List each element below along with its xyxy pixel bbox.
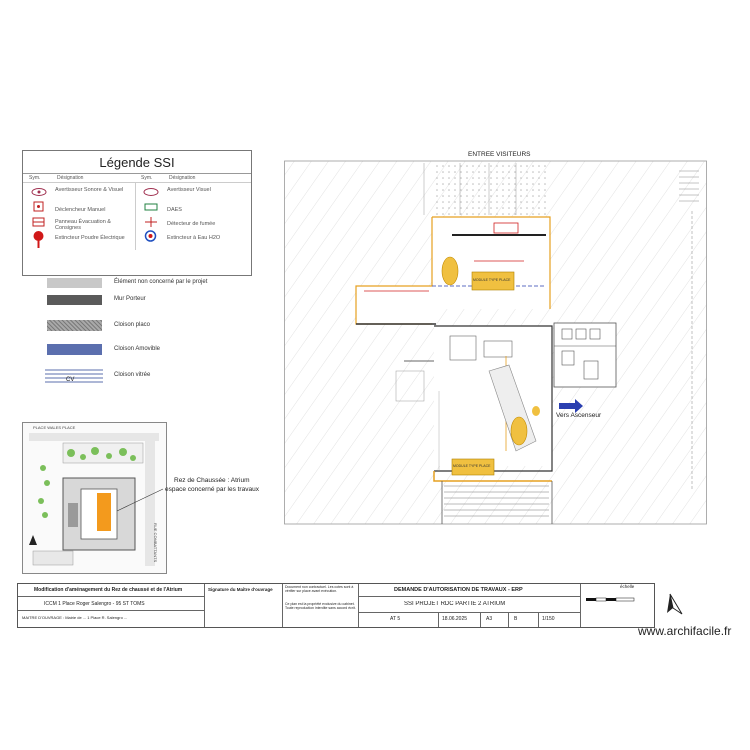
material-label-2: Cloison placo bbox=[114, 322, 151, 328]
cloison-vitree-tag: CV bbox=[66, 377, 75, 383]
tb-format: A3 bbox=[486, 616, 493, 622]
tb-subtitle: SSI PROJET RDC PARTIE 2 ATRIUM bbox=[404, 601, 506, 607]
scale-bar bbox=[586, 597, 635, 602]
site-plan: PLACE WALES PLACE RUE COMBATTANTS bbox=[22, 422, 167, 574]
material-label-0: Élément non concerné par le projet bbox=[114, 279, 208, 285]
tb-date: 18.06.2025 bbox=[442, 616, 468, 622]
legend-divider bbox=[23, 173, 251, 174]
tb-notes-2: Ce plan est la propriété exclusive du ca… bbox=[285, 602, 356, 610]
swatch-non-concerne bbox=[47, 278, 102, 288]
daes-icon bbox=[144, 203, 158, 211]
module-label-2: MODULE TYPE PLACE bbox=[453, 464, 491, 468]
legend-col-sym: Sym. bbox=[29, 175, 41, 181]
panneau-evacuation-icon bbox=[32, 217, 45, 227]
legend-col-line bbox=[135, 182, 136, 250]
av-sonore-visuel-icon bbox=[31, 188, 47, 196]
site-annotation-1: Rez de Chaussée : Atrium bbox=[174, 477, 250, 484]
tb-notes-1: Document non contractuel. Les cotes sont… bbox=[285, 585, 354, 593]
swatch-cloison-vitree bbox=[45, 369, 103, 383]
watermark: www.archifacile.fr bbox=[638, 624, 732, 638]
tb-address: ICCM 1 Place Roger Salengro - 95 ST TOMS bbox=[44, 601, 145, 607]
title-block: Modification d'aménagement du Rez de cha… bbox=[17, 583, 655, 628]
legend-item-right-0: Avertisseur Visuel bbox=[167, 187, 211, 193]
swatch-cloison-amovible bbox=[47, 344, 102, 355]
tb-scale-label: échelle bbox=[620, 584, 635, 589]
legend-item-left-0: Avertisseur Sonore & Visuel bbox=[55, 187, 124, 193]
tb-project: Modification d'aménagement du Rez de cha… bbox=[34, 587, 183, 593]
tb-demand: DEMANDE D'AUTORISATION DE TRAVAUX - ERP bbox=[394, 587, 523, 593]
legend-col-desc: Désignation bbox=[57, 175, 84, 181]
site-plan-atrium-highlight bbox=[97, 493, 111, 531]
extincteur-poudre-icon bbox=[33, 231, 44, 248]
tb-index: B bbox=[514, 616, 518, 622]
tb-signature: Signature du Maître d'ouvrage bbox=[208, 587, 273, 592]
tb-sheet: AT 5 bbox=[390, 616, 401, 622]
legend-item-right-2: Détecteur de fumée bbox=[167, 221, 216, 227]
swatch-mur-porteur bbox=[47, 295, 102, 305]
site-annotation-2: espace concerné par les travaux bbox=[165, 486, 259, 493]
floor-plan-drawing bbox=[284, 160, 707, 525]
legend-item-left-2: Panneau Évacuation & Consignes bbox=[55, 219, 111, 231]
tb-client: MAITRE D'OUVRAGE : Mairie de ... 1 Place… bbox=[22, 615, 128, 620]
legend-item-right-1: DAES bbox=[167, 207, 182, 213]
material-label-3: Cloison Amovible bbox=[114, 346, 161, 352]
entrance-label: ENTREE VISITEURS bbox=[468, 151, 531, 158]
material-label-1: Mur Porteur bbox=[114, 296, 146, 302]
swatch-cloison-placo bbox=[47, 320, 102, 331]
elevator-label: Vers Ascenseur bbox=[556, 412, 602, 419]
legend-title: Légende SSI bbox=[99, 155, 175, 170]
floor-plan: ENTREE VISITEURS MODULE TYPE PLACE MODUL… bbox=[284, 151, 707, 525]
legend-item-right-3: Extincteur à Eau H2O bbox=[167, 235, 221, 241]
legend-row-line bbox=[23, 182, 251, 183]
module-1 bbox=[471, 271, 515, 291]
detecteur-fumee-icon bbox=[145, 217, 157, 227]
site-street-right: RUE COMBATTANTS bbox=[153, 523, 158, 563]
legend-col-sym-2: Sym. bbox=[141, 175, 153, 181]
module-2 bbox=[451, 458, 495, 476]
elevator-arrow-icon bbox=[575, 399, 583, 413]
legend-item-left-3: Extincteur Poudre Électrique bbox=[55, 235, 125, 241]
legend-icons-right bbox=[143, 188, 159, 242]
declencheur-manuel-icon bbox=[33, 201, 44, 212]
legend-item-left-1: Déclencheur Manuel bbox=[55, 207, 106, 213]
material-label-4: Cloison vitrée bbox=[114, 372, 151, 378]
tb-scale: 1/150 bbox=[542, 616, 555, 622]
av-visuel-icon bbox=[143, 188, 159, 196]
site-street-top: PLACE WALES PLACE bbox=[33, 425, 76, 430]
legend-col-desc-2: Désignation bbox=[169, 175, 196, 181]
extincteur-eau-icon bbox=[144, 230, 157, 242]
legend-ssi: Légende SSI Sym. Désignation Sym. Désign… bbox=[22, 150, 252, 276]
legend-icons-left bbox=[31, 188, 47, 248]
module-label-1: MODULE TYPE PLACE bbox=[473, 278, 511, 282]
elevator-arrow-body bbox=[559, 403, 575, 409]
north-arrow-icon bbox=[667, 593, 683, 615]
